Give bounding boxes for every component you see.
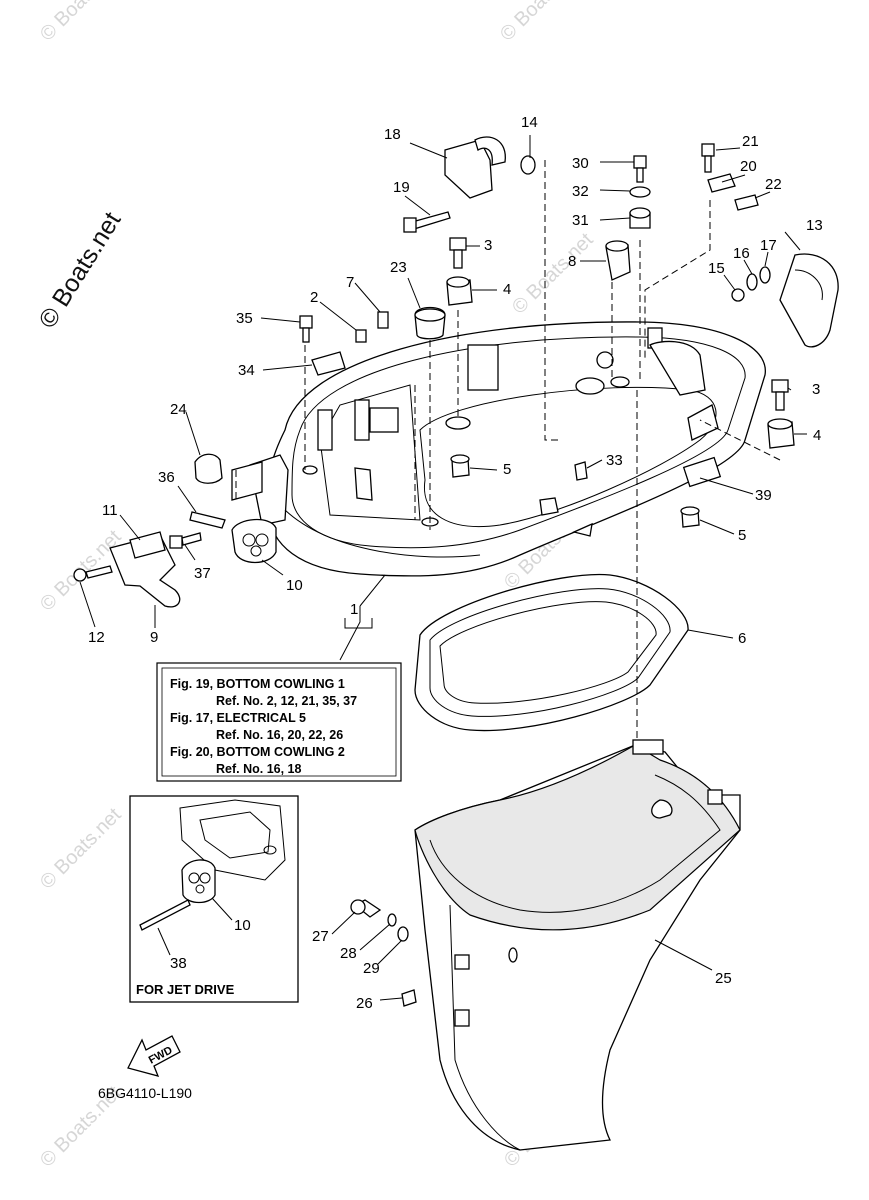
diagram-code: 6BG4110-L190 bbox=[98, 1085, 192, 1101]
small-parts bbox=[73, 136, 839, 1007]
callout-29: 29 bbox=[363, 960, 380, 977]
callout-19: 19 bbox=[393, 179, 410, 196]
callout-37: 37 bbox=[194, 565, 211, 582]
callout-6: 6 bbox=[738, 630, 746, 647]
callout-5: 5 bbox=[738, 527, 746, 544]
callout-27: 27 bbox=[312, 928, 329, 945]
inset-label: FOR JET DRIVE bbox=[136, 982, 235, 997]
callout-17: 17 bbox=[760, 237, 777, 254]
leader-lines bbox=[79, 135, 807, 1001]
callout-2: 2 bbox=[310, 289, 318, 306]
callout-16: 16 bbox=[733, 245, 750, 262]
callout-31: 31 bbox=[572, 212, 589, 229]
callout-3: 3 bbox=[484, 237, 492, 254]
seal-gasket bbox=[414, 573, 689, 732]
callout-21: 21 bbox=[742, 133, 759, 150]
callout-12: 12 bbox=[88, 629, 105, 646]
callout-20: 20 bbox=[740, 158, 757, 175]
reference-line: Fig. 17, ELECTRICAL 5 bbox=[170, 711, 306, 725]
callout-4: 4 bbox=[813, 427, 821, 444]
callout-23: 23 bbox=[390, 259, 407, 276]
callout-15: 15 bbox=[708, 260, 725, 277]
watermark-tile: © Boats.net bbox=[496, 0, 586, 46]
reference-line: Fig. 19, BOTTOM COWLING 1 bbox=[170, 677, 345, 691]
reference-box: Fig. 19, BOTTOM COWLING 1 Ref. No. 2, 12… bbox=[156, 662, 402, 782]
callout-5: 5 bbox=[503, 461, 511, 478]
watermark-tile: © Boats.net bbox=[36, 0, 126, 46]
reference-line: Fig. 20, BOTTOM COWLING 2 bbox=[170, 745, 345, 759]
callout-8: 8 bbox=[568, 253, 576, 270]
callout-3: 3 bbox=[812, 381, 820, 398]
watermark-tile: © Boats.net bbox=[508, 229, 598, 319]
callout-7: 7 bbox=[346, 274, 354, 291]
callout-28: 28 bbox=[340, 945, 357, 962]
callout-9: 9 bbox=[150, 629, 158, 646]
callout-34: 34 bbox=[238, 362, 255, 379]
reference-line: Ref. No. 16, 20, 22, 26 bbox=[216, 728, 343, 742]
callout-10: 10 bbox=[286, 577, 303, 594]
callout-25: 25 bbox=[715, 970, 732, 987]
inset-callout-38: 38 bbox=[170, 955, 187, 972]
bottom-cowling bbox=[231, 321, 766, 577]
callout-32: 32 bbox=[572, 183, 589, 200]
callout-11: 11 bbox=[102, 502, 118, 519]
callout-33: 33 bbox=[606, 452, 623, 469]
callout-24: 24 bbox=[170, 401, 187, 418]
lower-cowling bbox=[414, 739, 741, 1151]
guide-lines bbox=[235, 160, 781, 740]
reference-line: Ref. No. 2, 12, 21, 35, 37 bbox=[216, 694, 357, 708]
callout-35: 35 bbox=[236, 310, 253, 327]
callout-18: 18 bbox=[384, 126, 401, 143]
callout-13: 13 bbox=[806, 217, 823, 234]
callout-14: 14 bbox=[521, 114, 538, 131]
callout-39: 39 bbox=[755, 487, 772, 504]
forward-arrow: FWD bbox=[127, 1035, 181, 1077]
callout-1: 1 bbox=[350, 601, 358, 618]
inset-callout-10: 10 bbox=[234, 917, 251, 934]
callout-22: 22 bbox=[765, 176, 782, 193]
callout-26: 26 bbox=[356, 995, 373, 1012]
callout-4: 4 bbox=[503, 281, 511, 298]
watermark-copyright: © Boats.net bbox=[33, 207, 126, 333]
fwd-arrow-icon bbox=[127, 1035, 181, 1077]
callouts: 1 2 3 3 4 4 5 5 6 7 8 9 10 11 12 13 14 1… bbox=[88, 114, 823, 1012]
watermark-tile: © Boats.net bbox=[36, 804, 126, 894]
reference-line: Ref. No. 16, 18 bbox=[216, 762, 301, 776]
callout-36: 36 bbox=[158, 469, 175, 486]
jet-drive-inset: 10 38 FOR JET DRIVE bbox=[129, 795, 299, 1003]
callout-30: 30 bbox=[572, 155, 589, 172]
